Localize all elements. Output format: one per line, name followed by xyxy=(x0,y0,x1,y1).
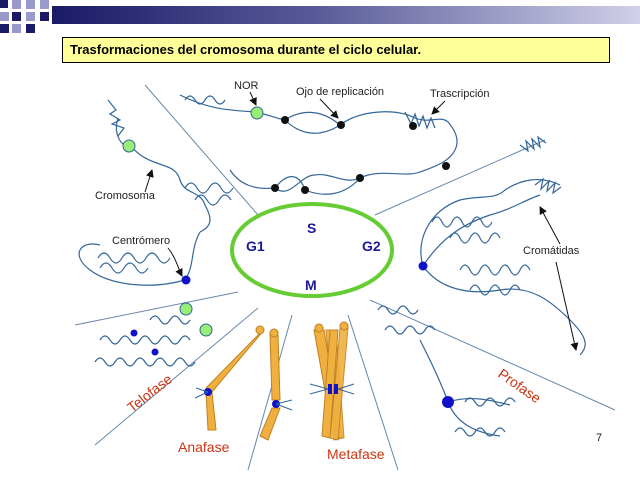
label-prophase: Profase xyxy=(495,365,544,406)
cell-cycle-ring xyxy=(230,202,394,298)
nor-dot-s xyxy=(250,106,264,120)
nor-dot-telophase-1 xyxy=(179,302,193,316)
slide-title: Trasformaciones del cromosoma durante el… xyxy=(70,42,422,57)
prophase-chromatin xyxy=(377,305,516,437)
phase-s: S xyxy=(307,220,316,236)
slide-title-box: Trasformaciones del cromosoma durante el… xyxy=(62,37,610,63)
phase-g2: G2 xyxy=(362,238,381,254)
centromere-dot-telophase-2 xyxy=(151,348,159,356)
anaphase-chromosomes xyxy=(205,329,281,441)
label-transcription: Trascripción xyxy=(430,88,490,100)
label-chromosome: Cromosoma xyxy=(95,190,156,202)
label-telophase: Telofase xyxy=(124,371,175,416)
metaphase-tip-2 xyxy=(339,321,349,331)
nor-dot-telophase-2 xyxy=(199,323,213,337)
page-number: 7 xyxy=(596,432,603,444)
anaphase-tip-1 xyxy=(255,325,265,335)
s-chromatin xyxy=(179,94,458,195)
anaphase-spindle xyxy=(194,387,293,411)
header-gradient-bar xyxy=(52,6,640,24)
centromere-dot-prophase xyxy=(442,396,454,408)
label-centromere: Centrómero xyxy=(112,235,170,247)
label-chromatids: Cromátidas xyxy=(523,245,580,257)
label-metaphase: Metafase xyxy=(327,446,385,462)
label-anaphase: Anafase xyxy=(178,439,230,455)
phase-g1: G1 xyxy=(246,238,265,254)
annotation-arrows xyxy=(144,91,579,351)
telophase-chromatin xyxy=(94,315,196,367)
centromere-metaphase-1 xyxy=(328,384,332,394)
centromere-dot-telophase-1 xyxy=(130,329,138,337)
g2-chromatin xyxy=(420,135,586,356)
centromere-dot-g1 xyxy=(181,275,191,285)
anaphase-tip-2 xyxy=(269,328,279,338)
sector-dividers xyxy=(74,84,616,471)
label-nor: NOR xyxy=(234,80,259,92)
replication-points xyxy=(271,116,450,194)
label-replication-eye: Ojo de replicación xyxy=(296,86,384,98)
nor-dot-g1 xyxy=(122,139,136,153)
centromere-dot-g2 xyxy=(418,261,428,271)
metaphase-tip-1 xyxy=(314,323,324,333)
centromere-metaphase-2 xyxy=(334,384,338,394)
phase-m: M xyxy=(305,277,317,293)
metaphase-spindle xyxy=(309,383,355,395)
